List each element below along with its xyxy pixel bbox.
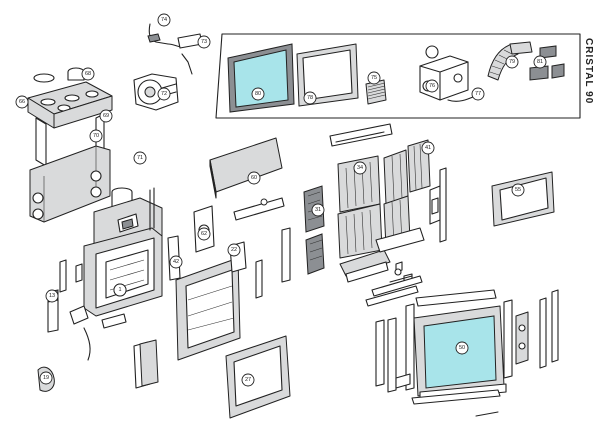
lower-door-panel [225, 335, 291, 419]
callout-grey-panel: 60 [247, 171, 261, 185]
callout-inset-clip: 81 [533, 55, 547, 69]
callout-kit-cable: 74 [157, 13, 171, 27]
svg-text:31: 31 [315, 207, 321, 213]
svg-text:27: 27 [245, 377, 251, 383]
product-title: CRISTAL 90 [583, 38, 594, 104]
callout-inset-wire: 77 [471, 87, 485, 101]
plates-cluster [303, 123, 447, 283]
callout-tab: 31 [311, 203, 325, 217]
svg-text:19: 19 [43, 375, 49, 381]
svg-text:73: 73 [201, 39, 207, 45]
svg-text:42: 42 [173, 259, 179, 265]
svg-text:60: 60 [251, 175, 257, 181]
callout-hood-ring: 69 [99, 109, 113, 123]
callout-handle: 13 [45, 289, 59, 303]
inset-hose [487, 41, 533, 81]
callout-inset-hose: 79 [505, 55, 519, 69]
callout-hood-hole-top: 68 [81, 67, 95, 81]
callout-inset-frame: 78 [303, 91, 317, 105]
callout-hood-plate: 66 [15, 95, 29, 109]
callout-inset-box: 76 [425, 79, 439, 93]
svg-text:80: 80 [255, 91, 261, 97]
callout-frame-front: 22 [227, 243, 241, 257]
svg-text:75: 75 [371, 75, 377, 81]
svg-text:13: 13 [49, 293, 55, 299]
grey-panel [209, 137, 285, 221]
callout-door-right: 55 [511, 183, 525, 197]
callout-bottom-left: 19 [39, 371, 53, 385]
title-text: CRISTAL 90 [583, 38, 594, 104]
fan-unit [133, 73, 179, 111]
svg-text:1: 1 [118, 287, 121, 293]
svg-text:55: 55 [515, 187, 521, 193]
callout-kit-controller: 73 [197, 35, 211, 49]
right-frame-small [491, 171, 555, 227]
callout-left-panel: 70 [89, 129, 103, 143]
svg-text:77: 77 [475, 91, 481, 97]
svg-text:69: 69 [103, 113, 109, 119]
svg-text:79: 79 [509, 59, 515, 65]
callout-firebox-body: 1 [113, 283, 127, 297]
inset-border [215, 33, 581, 119]
svg-text:41: 41 [425, 145, 431, 151]
svg-text:66: 66 [19, 99, 25, 105]
center-door-frame [167, 227, 291, 361]
inset-box-unit [419, 45, 481, 102]
svg-text:74: 74 [161, 17, 167, 23]
callout-plates-b: 41 [421, 141, 435, 155]
hood-assembly [27, 67, 113, 223]
svg-text:70: 70 [93, 133, 99, 139]
svg-text:72: 72 [161, 91, 167, 97]
svg-text:76: 76 [429, 83, 435, 89]
right-door-assembly [375, 289, 559, 417]
inset-glass-panel [227, 43, 295, 113]
svg-text:68: 68 [85, 71, 91, 77]
svg-text:71: 71 [137, 155, 143, 161]
svg-text:50: 50 [459, 345, 465, 351]
callout-bracket: 42 [169, 255, 183, 269]
callout-kit-fan: 72 [157, 87, 171, 101]
callout-door-glass: 50 [455, 341, 469, 355]
callouts: 74 73 72 68 66 69 80 78 75 76 77 79 81 7… [15, 13, 547, 387]
callout-plates-a: 34 [353, 161, 367, 175]
svg-text:81: 81 [537, 59, 543, 65]
firebox-body [83, 187, 163, 317]
svg-text:78: 78 [307, 95, 313, 101]
bottom-left-parts [37, 259, 159, 392]
inset-grille [365, 79, 387, 105]
callout-small-plate: 62 [197, 227, 211, 241]
fan-kit [133, 23, 203, 111]
callout-inset-grille: 75 [367, 71, 381, 85]
callout-frame-door: 27 [241, 373, 255, 387]
svg-text:34: 34 [357, 165, 363, 171]
svg-text:62: 62 [201, 231, 207, 237]
inset-frame-panel [296, 43, 359, 107]
callout-inset-glass: 80 [251, 87, 265, 101]
accessory-inset [215, 33, 581, 119]
callout-pipe: 71 [133, 151, 147, 165]
svg-text:22: 22 [231, 247, 237, 253]
small-hardware [365, 261, 423, 307]
